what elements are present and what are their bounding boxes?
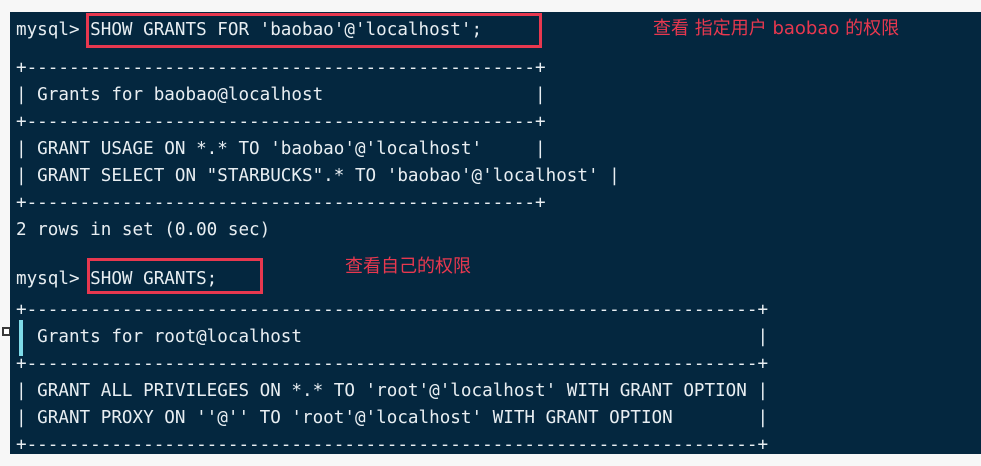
- terminal-line-separator-mid-table2: +---------------------------------------…: [16, 354, 769, 374]
- annotation-label-view-own-privileges: 查看自己的权限: [345, 256, 471, 277]
- terminal-line-grant-all-privileges-root: | GRANT ALL PRIVILEGES ON *.* TO 'root'@…: [16, 381, 769, 401]
- terminal-line-grant-select-starbucks-baobao: | GRANT SELECT ON "STARBUCKS".* TO 'baob…: [16, 166, 620, 186]
- terminal-line-separator-bottom-table2: +---------------------------------------…: [16, 435, 769, 454]
- terminal-line-header-grants-for-root: | Grants for root@localhost |: [16, 327, 769, 347]
- terminal-line-command-show-grants: mysql> SHOW GRANTS;: [16, 269, 218, 289]
- mysql-terminal-window[interactable]: mysql> SHOW GRANTS FOR 'baobao'@'localho…: [10, 12, 981, 454]
- annotation-label-view-user-privileges: 查看 指定用户 baobao 的权限: [653, 18, 900, 39]
- terminal-line-separator-bottom-table1: +---------------------------------------…: [16, 193, 546, 213]
- terminal-line-separator-mid-table1: +---------------------------------------…: [16, 112, 546, 132]
- text-cursor-caret: [19, 320, 23, 356]
- terminal-line-grant-proxy-root: | GRANT PROXY ON ''@'' TO 'root'@'localh…: [16, 408, 769, 428]
- terminal-line-grant-usage-baobao: | GRANT USAGE ON *.* TO 'baobao'@'localh…: [16, 139, 546, 159]
- terminal-line-separator-top-table2: +---------------------------------------…: [16, 300, 769, 320]
- terminal-line-header-grants-for-baobao: | Grants for baobao@localhost |: [16, 85, 546, 105]
- terminal-line-separator-top-table1: +---------------------------------------…: [16, 58, 546, 78]
- terminal-line-command-show-grants-for-user: mysql> SHOW GRANTS FOR 'baobao'@'localho…: [16, 20, 483, 40]
- terminal-line-result-2-rows: 2 rows in set (0.00 sec): [16, 220, 271, 240]
